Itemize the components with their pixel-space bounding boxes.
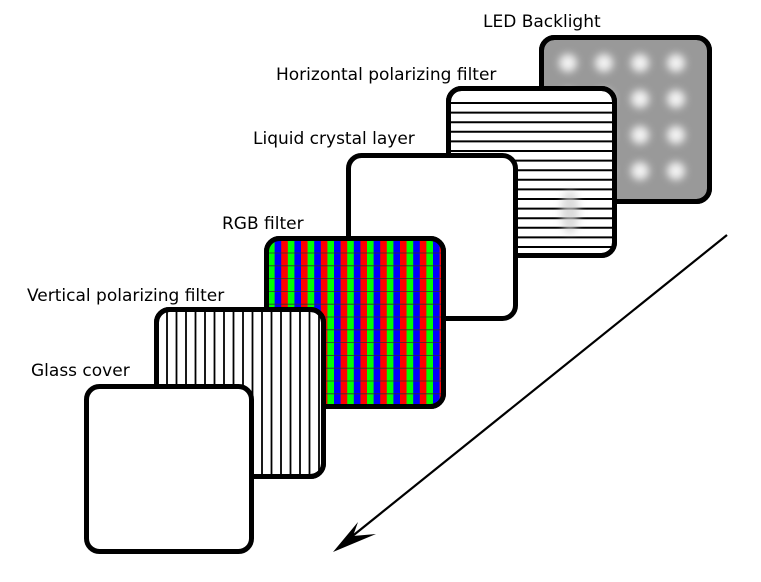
led-dot <box>667 162 685 180</box>
label-rgb-filter: RGB filter <box>222 214 304 234</box>
color-stripe <box>360 240 368 405</box>
label-glass-cover: Glass cover <box>31 361 130 381</box>
color-stripe <box>419 240 427 405</box>
color-stripe <box>380 240 388 405</box>
label-horizontal-polarizing-filter: Horizontal polarizing filter <box>276 65 496 85</box>
label-led-backlight: LED Backlight <box>483 12 601 32</box>
color-stripe <box>386 240 394 405</box>
color-stripe <box>433 240 440 405</box>
color-stripe <box>393 240 401 405</box>
led-dot <box>667 54 685 72</box>
color-stripe <box>439 240 442 405</box>
glass-cover-panel <box>84 384 254 554</box>
color-stripe <box>373 240 381 405</box>
led-dot <box>631 90 649 108</box>
led-dot <box>559 54 577 72</box>
color-stripe <box>327 240 335 405</box>
color-stripe <box>367 240 374 405</box>
arrow-head-icon <box>333 522 376 552</box>
label-liquid-crystal-layer: Liquid crystal layer <box>253 129 415 149</box>
led-dot <box>631 162 649 180</box>
color-stripe <box>426 240 434 405</box>
led-dot <box>667 126 685 144</box>
layer-glass-cover <box>84 384 254 554</box>
color-stripe <box>347 240 355 405</box>
color-stripe <box>353 240 361 405</box>
arrow-shaft <box>349 234 728 539</box>
color-stripe <box>406 240 414 405</box>
color-stripe <box>334 240 341 405</box>
label-vertical-polarizing-filter: Vertical polarizing filter <box>27 286 224 306</box>
led-dot <box>631 126 649 144</box>
color-stripe <box>413 240 421 405</box>
led-dot <box>667 90 685 108</box>
led-dot <box>595 54 613 72</box>
color-stripe <box>400 240 407 405</box>
light-direction-arrow <box>333 234 728 552</box>
color-stripe <box>340 240 348 405</box>
led-dot <box>631 54 649 72</box>
